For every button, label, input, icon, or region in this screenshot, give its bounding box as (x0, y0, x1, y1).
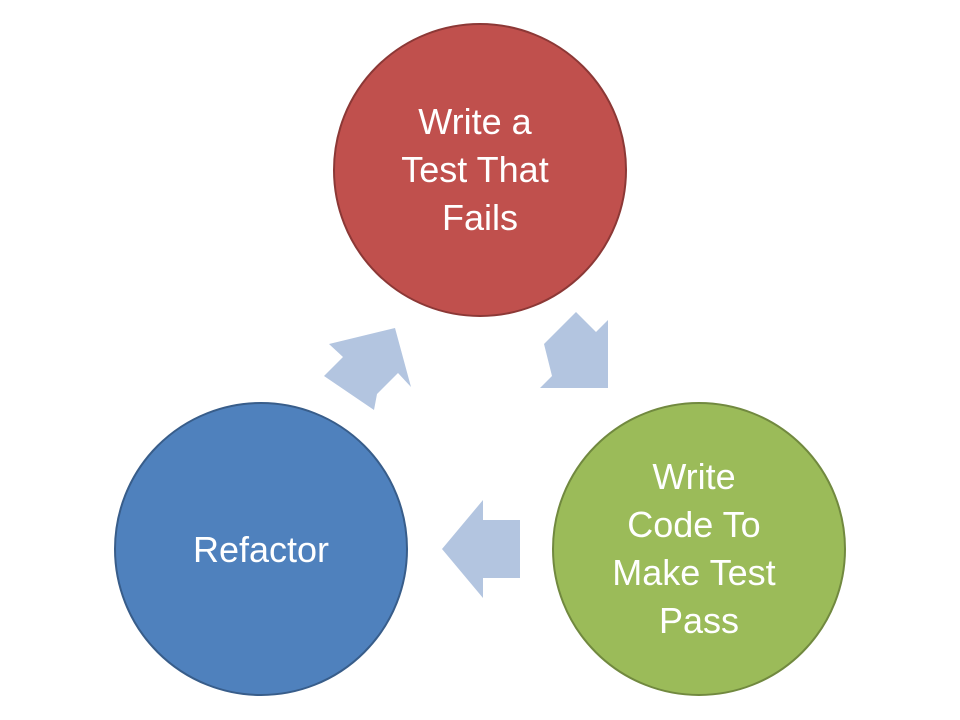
svg-text:Write Code To Make: Write Code To Make Test Pass (612, 456, 785, 641)
node-label-line: Write (652, 456, 735, 497)
node-refactor-circle (114, 402, 408, 696)
node-label-line: Test That (401, 149, 548, 190)
node-write-failing-test: Write a Test That Fails (333, 23, 627, 317)
arrow-code-to-refactor (442, 500, 520, 598)
node-label-line: Refactor (193, 529, 329, 570)
arrow-test-to-code (540, 312, 608, 388)
node-write-code: Write Code To Make Test Pass (552, 402, 846, 696)
svg-text:Write a Test That: Write a Test That Fails (401, 101, 558, 238)
node-refactor: Refactor (114, 402, 408, 696)
node-label-line: Fails (442, 197, 518, 238)
node-label-line: Pass (659, 600, 739, 641)
svg-text:Refactor: Refactor (193, 529, 329, 570)
node-write-code-circle (552, 402, 846, 696)
node-write-failing-test-circle (333, 23, 627, 317)
node-label-line: Code To (627, 504, 760, 545)
arrow-refactor-to-test (324, 328, 411, 410)
node-label-line: Write a (418, 101, 532, 142)
node-label-line: Make Test (612, 552, 775, 593)
